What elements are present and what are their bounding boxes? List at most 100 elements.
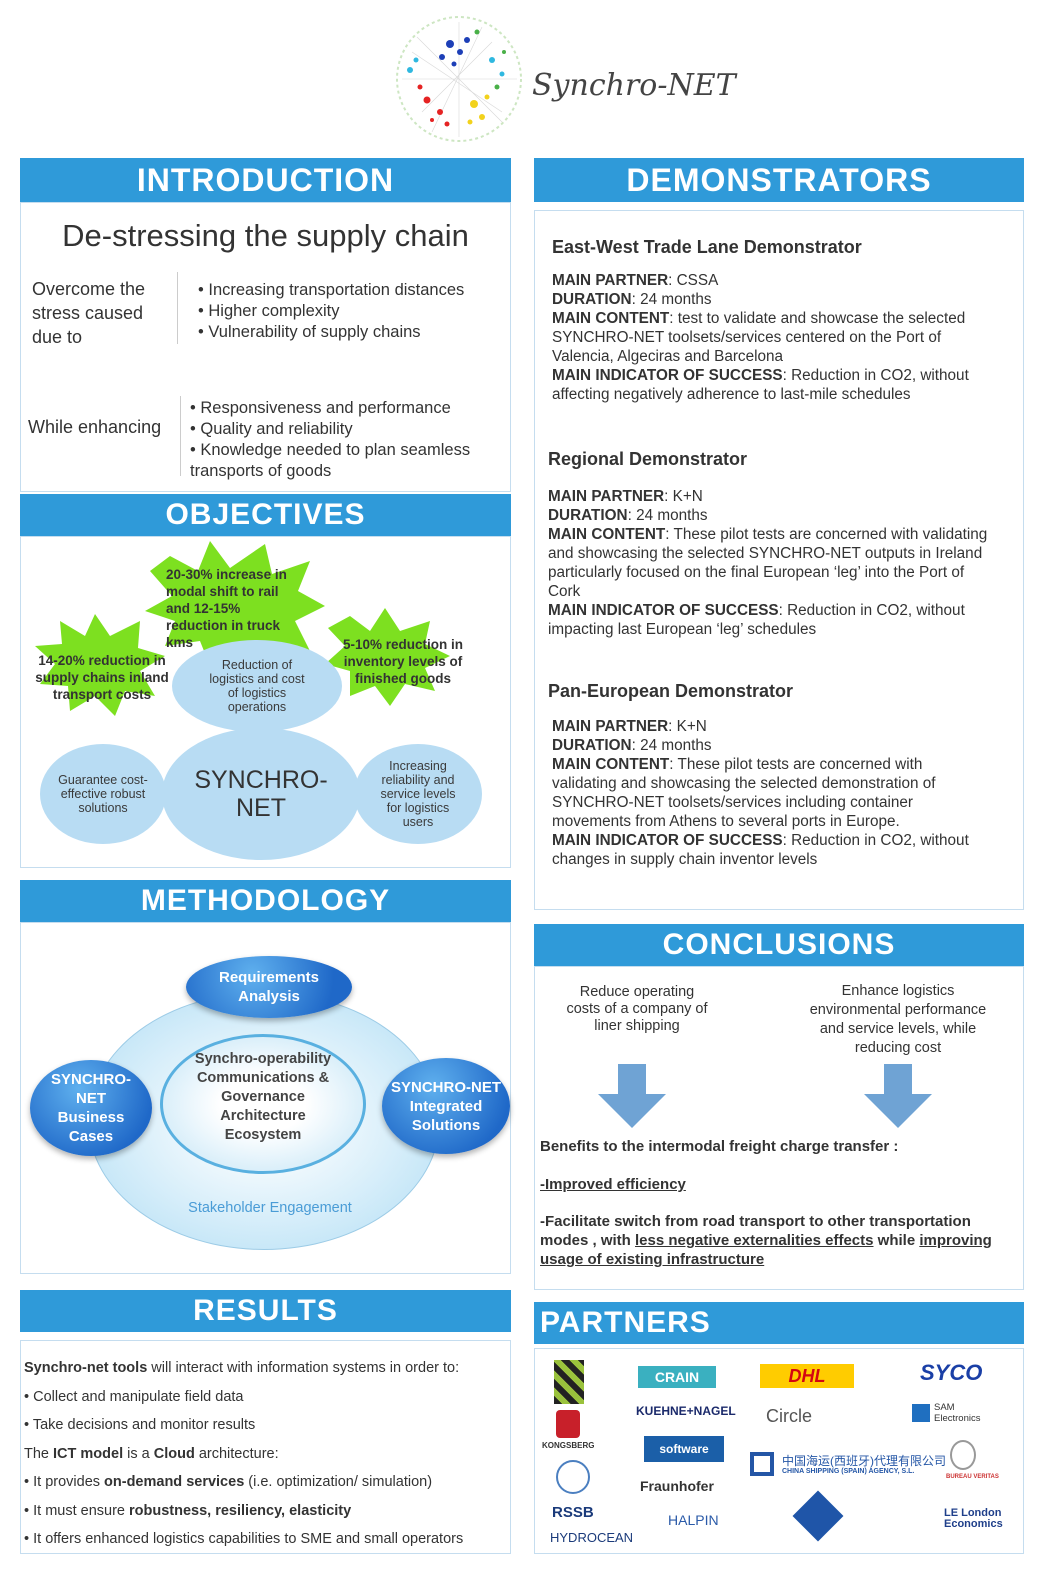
partner-logo-sam: SAM Electronics — [934, 1402, 981, 1424]
logo-text: Synchro-NET — [532, 68, 736, 103]
enhance-item: Knowledge needed to plan seamless transp… — [190, 440, 505, 482]
partner-logo-software-ag: software — [644, 1436, 724, 1462]
partner-logo-halpin: HALPIN — [668, 1512, 719, 1528]
results-intro-rest: will interact with information systems i… — [147, 1360, 460, 1376]
enhance-item: Quality and reliability — [190, 419, 505, 440]
demo-label: DURATION — [552, 737, 632, 754]
demo-label: DURATION — [548, 507, 628, 524]
demo-value: : These pilot tests are concerned with v… — [552, 756, 936, 830]
demonstrators-header: DEMONSTRATORS — [534, 158, 1024, 202]
demo-field: MAIN PARTNER: CSSA — [552, 271, 992, 290]
results-text: It provides — [33, 1474, 105, 1490]
enhance-label: While enhancing — [28, 417, 162, 437]
partner-logo-fraunhofer: Fraunhofer — [640, 1478, 714, 1494]
requirements-analysis-node: Requirements Analysis — [186, 956, 352, 1018]
partners-header: PARTNERS — [534, 1302, 1024, 1344]
demo-east-west: East-West Trade Lane Demonstrator MAIN P… — [552, 238, 992, 404]
partner-logo-china-shipping-icon — [750, 1452, 774, 1476]
demo-title: Pan-European Demonstrator — [548, 681, 794, 701]
overcome-item: Vulnerability of supply chains — [198, 322, 464, 343]
stakeholder-label: Stakeholder Engagement — [188, 1200, 352, 1216]
demo-label: DURATION — [552, 291, 632, 308]
overcome-bracket — [177, 272, 185, 344]
demo-value: : 24 months — [631, 291, 712, 308]
demo-field: DURATION: 24 months — [548, 506, 1000, 525]
results-item-text: It offers enhanced logistics capabilitie… — [33, 1531, 464, 1547]
demo-field: MAIN INDICATOR OF SUCCESS: Reduction in … — [548, 601, 1000, 639]
results-panel — [20, 1340, 511, 1554]
benefit-text: while — [873, 1232, 920, 1249]
demo-field: MAIN PARTNER: K+N — [548, 487, 1000, 506]
results-intro-bold: Synchro-net tools — [24, 1360, 148, 1376]
results-item-text: Collect and manipulate field data — [33, 1388, 244, 1405]
conclusion-right-text: Enhance logistics environmental performa… — [809, 983, 987, 1056]
integrated-solutions-node: SYNCHRO-NET Integrated Solutions — [382, 1058, 510, 1154]
partner-logo-china-shipping-en: CHINA SHIPPING (SPAIN) AGENCY, S.L. — [782, 1468, 915, 1475]
demo-value: : CSSA — [668, 272, 719, 289]
demo-label: MAIN INDICATOR OF SUCCESS — [552, 367, 783, 384]
demo-pan-european: Pan-European Demonstrator MAIN PARTNER: … — [548, 682, 988, 869]
results-text: architecture: — [194, 1445, 279, 1462]
demo-field: MAIN CONTENT: These pilot tests are conc… — [548, 525, 1000, 601]
demo-field: DURATION: 24 months — [552, 290, 992, 309]
results-text: Cloud — [153, 1445, 195, 1462]
benefit-text: -Facilitate switch from road transport t… — [540, 1213, 971, 1249]
objective-blob-guarantee: Guarantee cost-effective robust solution… — [40, 744, 166, 844]
conclusions-panel — [534, 966, 1024, 1290]
partner-logo-london-economics: LE London Economics — [944, 1507, 1003, 1530]
demo-field: MAIN INDICATOR OF SUCCESS: Reduction in … — [548, 831, 988, 869]
enhance-item: Responsiveness and performance — [190, 398, 505, 419]
demo-field: MAIN CONTENT: These pilot tests are conc… — [548, 755, 988, 831]
partner-logo-bureau-veritas: BUREAU VERITAS — [946, 1474, 999, 1480]
demo-value: : 24 months — [627, 507, 708, 524]
partner-logo-kongsberg: KONGSBERG — [542, 1441, 595, 1450]
results-text: is a — [123, 1445, 154, 1462]
results-item: • Take decisions and monitor results — [24, 1417, 256, 1433]
partner-logo-dhl: DHL — [760, 1364, 854, 1388]
partner-logo-seal — [556, 1460, 590, 1494]
enhance-list: Responsiveness and performance Quality a… — [190, 398, 505, 482]
demo-field: DURATION: 24 months — [548, 736, 988, 755]
benefit-text: improving usage of existing infrastructu… — [540, 1232, 992, 1268]
demo-value: : K+N — [668, 718, 707, 735]
partner-logo-crain: CRAIN — [638, 1366, 716, 1388]
results-item-text: Take decisions and monitor results — [32, 1417, 256, 1433]
results-content: Synchro-net tools will interact with inf… — [24, 1354, 508, 1554]
demo-value: : Reduction in CO2, without affecting ne… — [552, 367, 969, 403]
partner-logo-circle: Circle — [766, 1406, 813, 1426]
demo-label: MAIN PARTNER — [552, 718, 669, 735]
partner-logo-syco: SYCO — [920, 1360, 983, 1385]
introduction-title: De-stressing the supply chain — [62, 218, 469, 253]
results-item: • It provides on-demand services (i.e. o… — [24, 1474, 433, 1490]
conclusion-left-text: Reduce operating costs of a company of l… — [566, 984, 708, 1034]
results-intro: Synchro-net tools will interact with inf… — [24, 1354, 508, 1383]
demo-field: MAIN CONTENT: test to validate and showc… — [552, 309, 992, 366]
demo-title: Regional Demonstrator — [548, 449, 748, 469]
enhance-bracket — [180, 396, 188, 476]
benefit-text: less negative externalities effects — [635, 1232, 874, 1249]
introduction-header: INTRODUCTION — [20, 158, 511, 202]
core-ellipse — [160, 1034, 366, 1174]
objective-blob-reliability: Increasing reliability and service level… — [354, 744, 482, 844]
benefit-switch: -Facilitate switch from road transport t… — [540, 1212, 1018, 1269]
partner-logo-bureau-veritas-icon — [950, 1440, 976, 1470]
results-text: The — [24, 1445, 54, 1462]
partner-logo-china-shipping-cn: 中国海运(西班牙)代理有限公司 — [782, 1454, 946, 1468]
partner-logo-rssb: RSSB — [552, 1504, 594, 1521]
objective-blob-reduction: Reduction of logistics and cost of logis… — [172, 640, 342, 732]
demo-label: MAIN PARTNER — [552, 272, 669, 289]
partner-logo-checker — [554, 1360, 584, 1404]
partner-logo-hydrocean: HYDROCEAN — [550, 1530, 634, 1545]
overcome-list: Increasing transportation distances High… — [198, 280, 464, 343]
overcome-item: Increasing transportation distances — [198, 280, 464, 301]
objectives-header: OBJECTIVES — [20, 494, 511, 536]
synchro-net-network-logo — [396, 16, 522, 142]
results-item: • It must ensure robustness, resiliency,… — [24, 1502, 352, 1519]
results-item: • It offers enhanced logistics capabilit… — [24, 1531, 464, 1547]
demo-title: East-West Trade Lane Demonstrator — [552, 237, 862, 257]
partner-logo-sam-icon — [912, 1404, 930, 1422]
demo-label: MAIN CONTENT — [552, 756, 670, 773]
demo-label: MAIN CONTENT — [548, 526, 666, 543]
results-text: (i.e. optimization/ simulation) — [244, 1474, 433, 1490]
demo-label: MAIN INDICATOR OF SUCCESS — [552, 832, 783, 849]
